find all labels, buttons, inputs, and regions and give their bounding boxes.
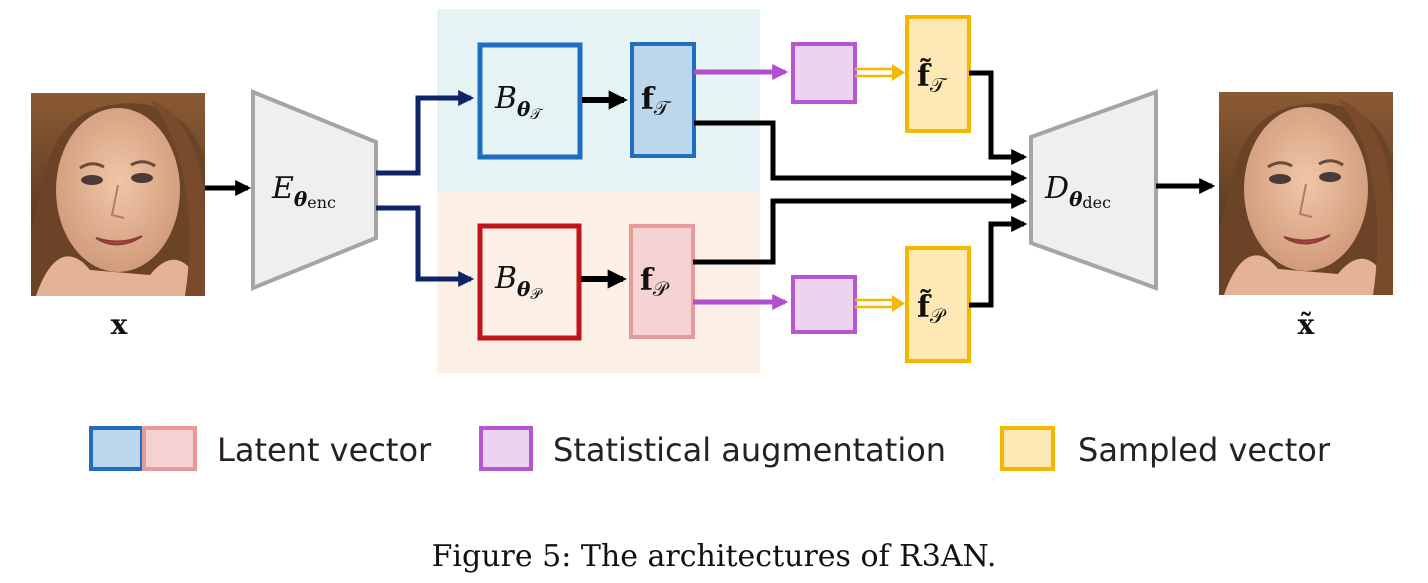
decoder-block (1029, 89, 1158, 291)
output-label: x̃ (1298, 308, 1315, 341)
legend-augment-swatch (479, 426, 533, 471)
legend-sampled-swatch (1000, 426, 1055, 471)
arrow-pose-sampled-to-decoder (969, 215, 1028, 308)
encoder-label: Eθenc (271, 171, 336, 212)
arrow-pose-latent-to-decoder (693, 192, 1028, 265)
texture-sampled-label: f̃𝒯 (917, 59, 948, 97)
texture-augmentation-box (791, 42, 857, 104)
legend-sampled-label: Sampled vector (1078, 431, 1331, 469)
arrow-encoder-to-pose (376, 205, 475, 288)
input-label: x (111, 308, 128, 341)
arrow-texture-latent-to-decoder (694, 120, 1028, 187)
arrow-pose-augment-to-sampled (855, 295, 905, 312)
pose-encoder-block (477, 223, 582, 341)
texture-sampled-vector (905, 15, 971, 133)
pose-sampled-label: f̃𝒫 (917, 290, 947, 328)
texture-latent-vector (630, 42, 696, 158)
pose-latent-label: f𝒫 (640, 263, 670, 301)
input-face-image (31, 93, 205, 296)
figure-caption: Figure 5: The architectures of R3AN. (432, 539, 997, 574)
legend-texture-swatch (89, 426, 144, 471)
legend-pose-swatch (142, 426, 197, 471)
legend-latent-label: Latent vector (217, 431, 432, 469)
arrow-texture-augment-to-sampled (855, 64, 905, 81)
arrow-texture-sampled-to-decoder (969, 70, 1028, 166)
encoder-block (251, 89, 378, 291)
texture-encoder-block (477, 42, 583, 160)
arrow-encoder-to-texture (376, 89, 475, 176)
texture-latent-label: f𝒯 (641, 82, 672, 120)
pose-latent-vector (629, 224, 695, 339)
output-face-image (1219, 92, 1393, 295)
decoder-label: Dθdec (1044, 171, 1111, 212)
pose-augmentation-box (791, 275, 857, 334)
pose-encoder-label: Bθ𝒫 (494, 261, 543, 303)
legend: Latent vector Statistical augmentation S… (89, 426, 1331, 471)
texture-encoder-label: Bθ𝒯 (494, 81, 544, 123)
legend-augment-label: Statistical augmentation (553, 431, 946, 469)
